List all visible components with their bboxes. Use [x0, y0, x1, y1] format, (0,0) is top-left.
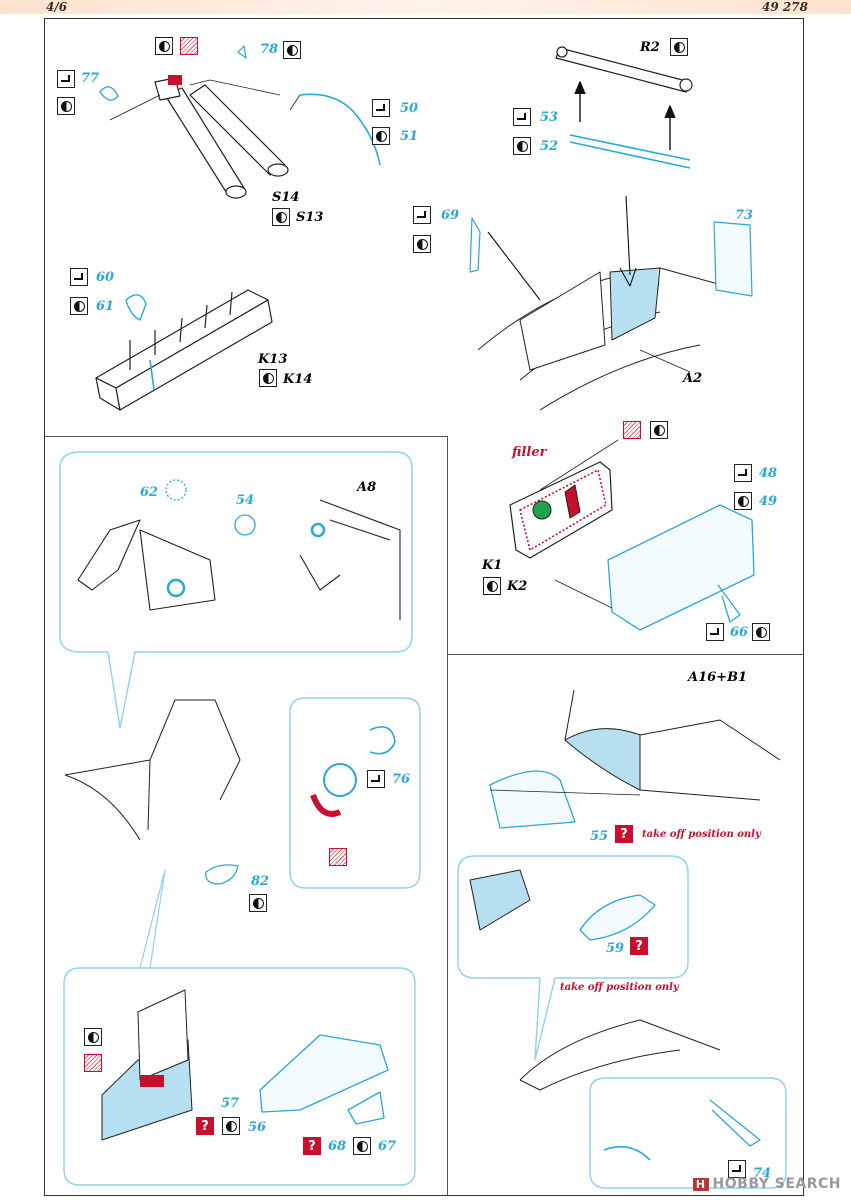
bend-arrow-icon: [728, 1160, 746, 1178]
part-50: 50: [400, 101, 419, 116]
part-69: 69: [441, 208, 460, 223]
label-filler: filler: [512, 445, 547, 460]
part-74: 74: [753, 1166, 772, 1181]
bend-arrow-icon: [513, 108, 531, 126]
part-59: 59: [606, 941, 625, 956]
yin-yang-icon: [353, 1137, 371, 1155]
bend-arrow-icon: [367, 770, 385, 788]
takeoff-note-55: take off position only: [642, 829, 761, 840]
watermark-text: HOBBY SEARCH: [712, 1176, 841, 1192]
label-k14: K14: [283, 372, 313, 387]
yin-yang-icon: [670, 38, 688, 56]
strut-assembly: [154, 77, 289, 199]
bend-arrow-icon: [734, 464, 752, 482]
page-number: 4/6: [46, 0, 68, 14]
part-49: 49: [759, 494, 778, 509]
callout-76: [289, 697, 421, 889]
label-a2: A2: [683, 371, 703, 386]
yin-yang-icon: [70, 297, 88, 315]
part-66: 66: [730, 625, 749, 640]
label-k13: K13: [258, 352, 288, 367]
part-82: 82: [251, 874, 270, 889]
label-a8: A8: [357, 480, 377, 495]
yin-yang-icon: [222, 1117, 240, 1135]
yin-yang-icon: [283, 41, 301, 59]
callout-59: [457, 855, 689, 1061]
yin-yang-icon: [734, 492, 752, 510]
question-icon: ?: [303, 1137, 321, 1155]
part-67: 67: [378, 1139, 397, 1154]
part-48: 48: [759, 466, 778, 481]
bend-arrow-icon: [70, 268, 88, 286]
yin-yang-icon: [272, 208, 290, 226]
yin-yang-icon: [513, 137, 531, 155]
bend-arrow-icon: [413, 206, 431, 224]
divider-vertical: [447, 436, 448, 1196]
label-a16b1: A16+B1: [688, 670, 748, 685]
part-52: 52: [540, 139, 559, 154]
label-s13: S13: [296, 210, 324, 225]
part-51: 51: [400, 129, 419, 144]
part-76: 76: [392, 772, 411, 787]
part-55: 55: [590, 829, 609, 844]
r2-part: [555, 46, 693, 93]
label-k1: K1: [482, 558, 503, 573]
yin-yang-icon: [155, 37, 173, 55]
question-icon: ?: [196, 1117, 214, 1135]
part-62: 62: [140, 485, 159, 500]
part-78: 78: [260, 42, 279, 57]
yin-yang-icon: [413, 235, 431, 253]
part-73: 73: [735, 208, 754, 223]
paint-hatch-icon: [84, 1054, 102, 1072]
divider-left: [44, 436, 448, 437]
brake-line: [299, 93, 381, 166]
header-bar: [0, 0, 851, 14]
part-54: 54: [236, 493, 255, 508]
callout-57: [63, 967, 416, 1186]
product-code: 49 278: [762, 0, 808, 14]
label-r2: R2: [640, 40, 660, 55]
watermark-logo: H: [692, 1178, 709, 1191]
bend-arrow-icon: [372, 99, 390, 117]
yin-yang-icon: [57, 97, 75, 115]
paint-hatch-icon: [623, 421, 641, 439]
callout-74: [589, 1077, 787, 1189]
part-53: 53: [540, 110, 559, 125]
part-68: 68: [328, 1139, 347, 1154]
k1-panel: [509, 461, 613, 559]
part-57: 57: [221, 1096, 240, 1111]
paint-hatch-icon: [329, 848, 347, 866]
paint-hatch-icon: [180, 37, 198, 55]
yin-yang-icon: [650, 421, 668, 439]
takeoff-note-59: take off position only: [560, 982, 679, 993]
part-56: 56: [248, 1120, 267, 1135]
yin-yang-icon: [84, 1028, 102, 1046]
bend-arrow-icon: [57, 70, 75, 88]
yin-yang-icon: [752, 623, 770, 641]
question-icon: ?: [615, 825, 633, 843]
yin-yang-icon: [259, 369, 277, 387]
bend-arrow-icon: [706, 623, 724, 641]
yin-yang-icon: [483, 577, 501, 595]
divider-right: [447, 654, 804, 655]
page-frame: [44, 18, 804, 1196]
question-icon: ?: [630, 937, 648, 955]
yin-yang-icon: [372, 127, 390, 145]
part-61: 61: [96, 299, 115, 314]
part-77: 77: [81, 71, 100, 86]
label-s14: S14: [272, 190, 300, 205]
k13-part: [95, 289, 273, 411]
callout-a8: [59, 451, 413, 729]
part-60: 60: [96, 270, 115, 285]
yin-yang-icon: [249, 894, 267, 912]
a2-fuselage: [477, 267, 741, 411]
label-k2: K2: [507, 579, 528, 594]
